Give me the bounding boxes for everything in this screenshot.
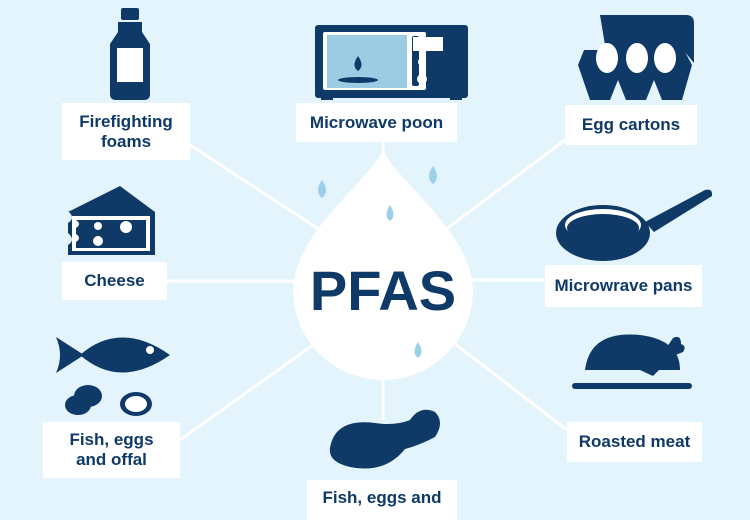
microwave-icon [315,25,468,100]
bottle-icon [110,8,150,100]
label-microwrave-pans: Microwrave pans [545,265,702,307]
fish-eggs-icon [56,337,170,416]
label-microwave-poon: Microwave poon [296,103,457,142]
label-fish-eggs-offal: Fish, eggs and offal [43,422,180,478]
label-fish-eggs-and: Fish, eggs and [307,480,457,520]
cheese-icon [68,186,155,255]
label-firefighting-foams: Firefighting foams [62,103,190,160]
drumstick-icon [329,409,440,469]
pfas-drop [293,150,473,380]
diagram-graphics [56,8,713,469]
roast-chicken-icon [572,334,692,389]
droplet-icons [318,166,437,358]
label-egg-cartons: Egg cartons [565,105,697,145]
pfas-title: PFAS [309,259,457,322]
frying-pan-icon [556,189,713,261]
egg-carton-icon [578,15,694,100]
connector-lines [167,138,568,442]
label-roasted-meat: Roasted meat [567,422,702,462]
label-cheese: Cheese [62,262,167,300]
